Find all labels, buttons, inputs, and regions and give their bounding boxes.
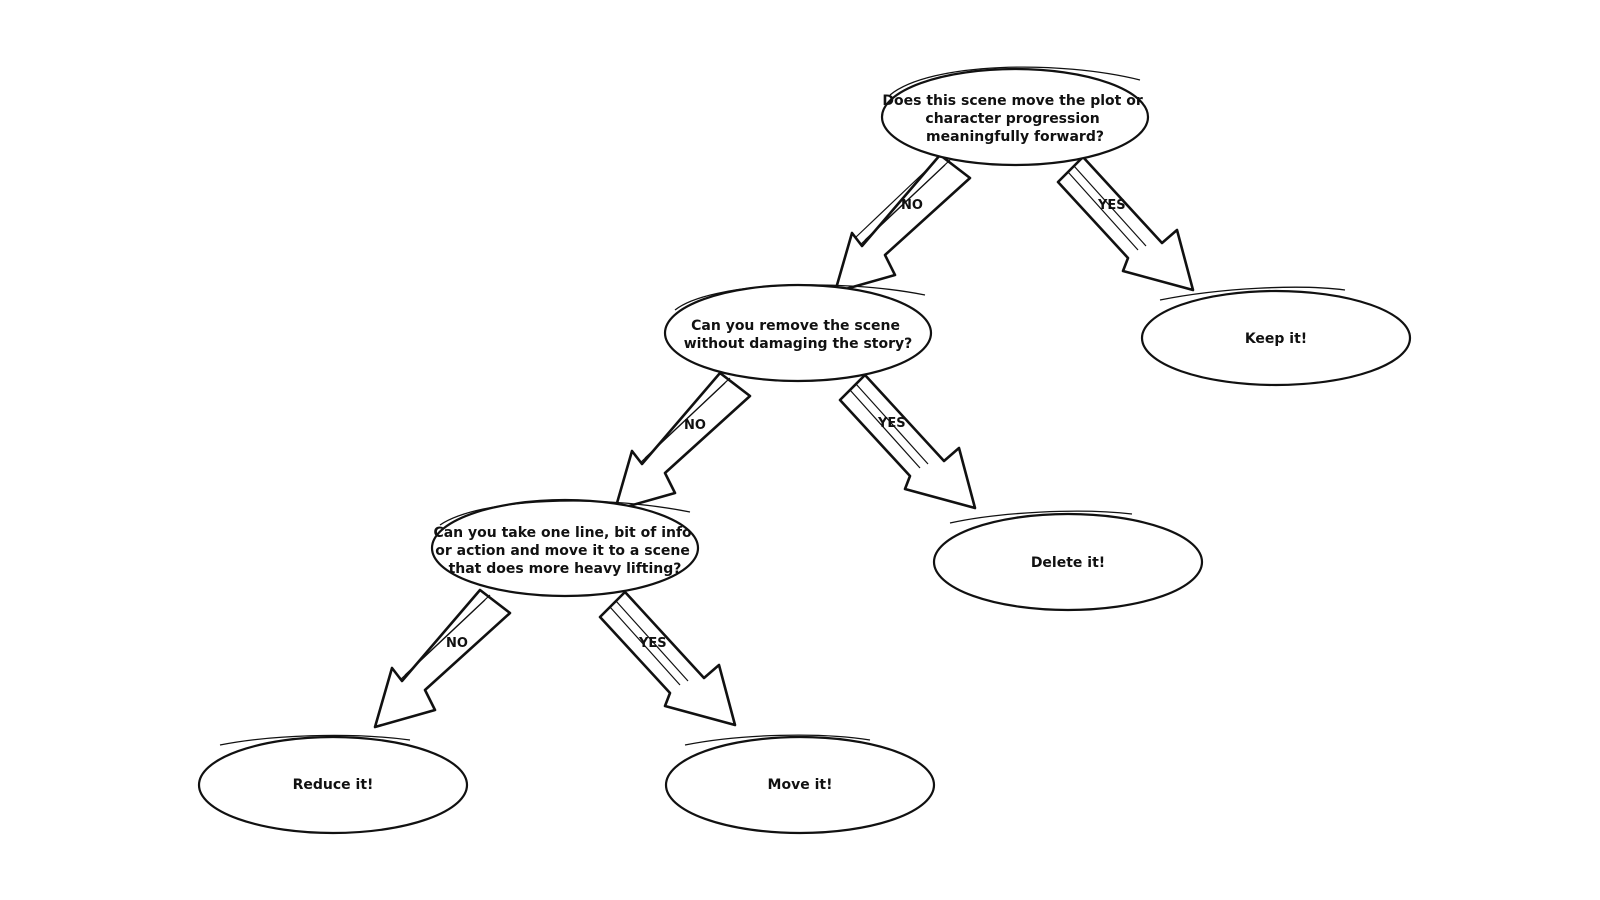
node-question-move-line-line-1: Can you take one line, bit of info: [433, 525, 692, 541]
svg-text:Move it!: Move it!: [768, 777, 833, 793]
arrow-q2-yes: [838, 373, 977, 510]
svg-text:Keep it!: Keep it!: [1245, 331, 1307, 347]
node-outcome-delete-label: Delete it!: [1031, 555, 1105, 571]
node-question-plot-progression: Does this scene move the plot or charact…: [880, 66, 1150, 167]
svg-text:Does this scene move the plot: Does this scene move the plot or charact…: [882, 93, 1147, 145]
svg-text:Can you remove the scene: Can you remove the scene without damagin…: [684, 318, 913, 352]
arrow-q3-yes: [598, 590, 737, 727]
edge-label-q3-yes: YES: [638, 636, 667, 651]
node-question-plot-progression-line-1: Does this scene move the plot or: [882, 93, 1142, 109]
node-question-move-line-line-2: or action and move it to a scene: [435, 543, 690, 559]
node-question-remove-scene-line-1: Can you remove the scene: [691, 318, 900, 334]
node-outcome-delete: Delete it!: [932, 510, 1204, 612]
node-outcome-reduce-label: Reduce it!: [293, 777, 374, 793]
node-outcome-keep-label: Keep it!: [1245, 331, 1307, 347]
svg-text:Reduce it!: Reduce it!: [293, 777, 374, 793]
node-question-plot-progression-line-3: meaningfully forward?: [926, 129, 1104, 145]
edge-label-q2-no: NO: [684, 418, 706, 433]
arrow-q1-yes: [1056, 155, 1195, 292]
node-question-plot-progression-line-2: character progression: [925, 111, 1099, 127]
svg-text:Can you take one line, bit of: Can you take one line, bit of info or ac…: [433, 525, 696, 577]
node-question-remove-scene-line-2: without damaging the story?: [684, 336, 913, 352]
arrow-q1-no: [833, 153, 972, 294]
arrow-q2-no: [613, 371, 752, 512]
node-question-move-line-line-3: that does more heavy lifting?: [449, 561, 682, 577]
edge-label-q1-yes: YES: [1097, 198, 1126, 213]
node-outcome-move: Move it!: [664, 734, 936, 835]
svg-text:Delete it!: Delete it!: [1031, 555, 1105, 571]
edge-label-q3-no: NO: [446, 636, 468, 651]
edge-label-q1-no: NO: [901, 198, 923, 213]
node-outcome-keep: Keep it!: [1140, 286, 1412, 387]
arrow-q3-no: [373, 588, 512, 729]
edge-label-q2-yes: YES: [877, 416, 906, 431]
node-outcome-move-label: Move it!: [768, 777, 833, 793]
node-question-move-line: Can you take one line, bit of info or ac…: [430, 498, 700, 598]
node-outcome-reduce: Reduce it!: [197, 734, 469, 835]
node-question-remove-scene: Can you remove the scene without damagin…: [663, 283, 933, 383]
